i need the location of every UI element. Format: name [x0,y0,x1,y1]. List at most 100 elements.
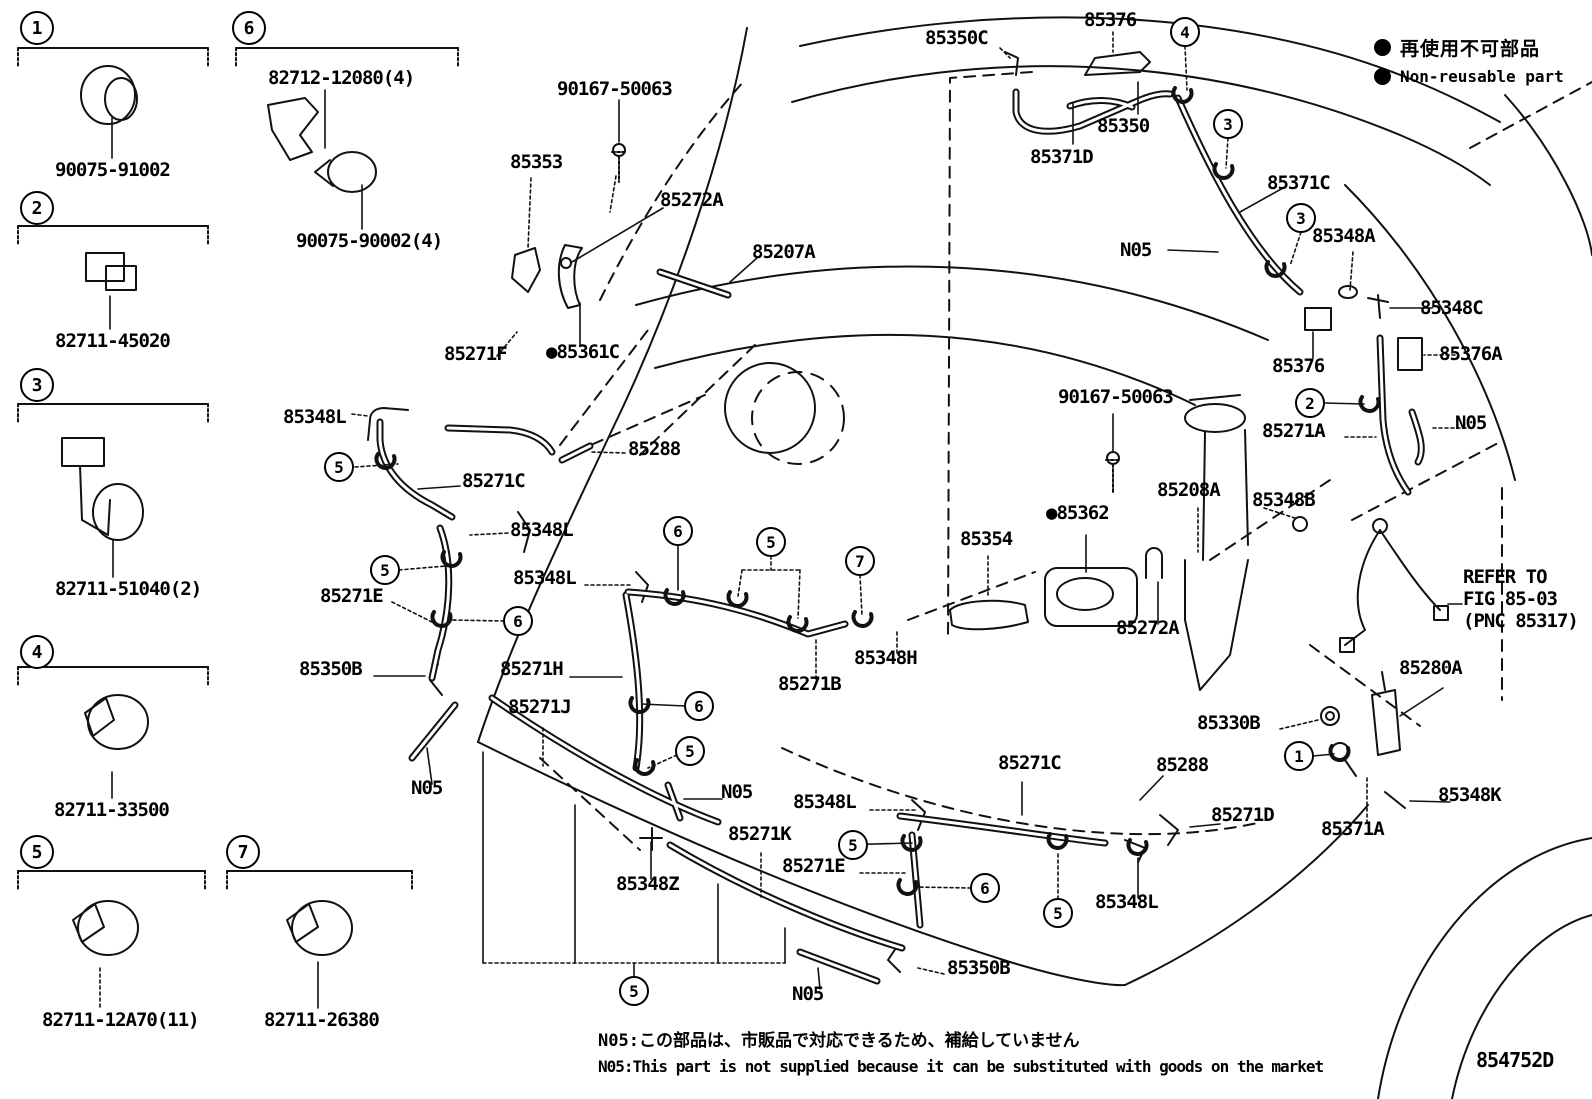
part-label-82711-45020: 82711-45020 [55,330,171,352]
legend-en-text: Non-reusable part [1400,67,1564,86]
part-label-85348Z: 85348Z [616,873,680,895]
refer-line-1: REFER TO [1463,566,1548,588]
group-brackets [17,47,459,890]
refer-to-note: REFER TO FIG 85-03 (PNC 85317) [1463,566,1579,632]
part-label-85271C: 85271C [998,752,1062,774]
drawing-number: 854752D [1476,1048,1554,1072]
part-label-85271B: 85271B [778,673,842,695]
callout-6: 6 [663,516,693,546]
part-label-82711-51040(2): 82711-51040(2) [55,578,202,600]
clip-sketches [61,65,377,956]
callout-6: 6 [503,606,533,636]
part-label-N05: N05 [1120,239,1152,261]
part-label-85362: ●85362 [1046,502,1110,524]
callout-2: 2 [20,191,54,225]
part-label-85350B: 85350B [947,957,1011,979]
part-label-N05: N05 [792,983,824,1005]
label-leaders [99,31,1467,1009]
legend-row-en: Non-reusable part [1374,67,1564,86]
part-label-82712-12080(4): 82712-12080(4) [268,67,415,89]
part-label-85208A: 85208A [1157,479,1221,501]
callout-5: 5 [324,452,354,482]
part-label-N05: N05 [721,781,753,803]
callout-4: 4 [1170,17,1200,47]
part-label-85348H: 85348H [854,647,918,669]
part-label-85348L: 85348L [510,519,574,541]
part-label-85376: 85376 [1272,355,1325,377]
callout-5: 5 [756,527,786,557]
refer-line-2: FIG 85-03 [1463,588,1558,610]
part-label-85207A: 85207A [752,241,816,263]
part-label-85272A: 85272A [1116,617,1180,639]
callout-1: 1 [1284,741,1314,771]
part-label-85330B: 85330B [1197,712,1261,734]
non-reusable-dot-icon [1374,68,1391,85]
part-label-85271C: 85271C [462,470,526,492]
part-label-85371D: 85371D [1030,146,1094,168]
footnotes: N05:この部品は、市販品で対応できるため、補給していません N05:This … [598,1026,1324,1076]
callout-2: 2 [1295,388,1325,418]
callout-3: 3 [1213,109,1243,139]
part-label-85350B: 85350B [299,658,363,680]
part-label-85376A: 85376A [1439,343,1503,365]
callout-5: 5 [838,830,868,860]
callout-5: 5 [20,835,54,869]
part-label-85348A: 85348A [1312,225,1376,247]
part-label-85271A: 85271A [1262,420,1326,442]
part-label-90075-90002(4): 90075-90002(4) [296,230,443,252]
part-label-85348K: 85348K [1438,784,1502,806]
footnote-jp: N05:この部品は、市販品で対応できるため、補給していません [598,1031,1080,1051]
part-label-85271F: 85271F [444,343,508,365]
callout-7: 7 [226,835,260,869]
refer-line-3: (PNC 85317) [1463,610,1579,632]
callout-3: 3 [20,368,54,402]
part-label-82711-33500: 82711-33500 [54,799,170,821]
part-label-85348L: 85348L [1095,891,1159,913]
callout-6: 6 [684,691,714,721]
callout-6: 6 [232,11,266,45]
callout-1: 1 [20,11,54,45]
part-label-85371C: 85371C [1267,172,1331,194]
part-label-85353: 85353 [510,151,563,173]
callout-6: 6 [970,873,1000,903]
callout-3: 3 [1286,203,1316,233]
non-reusable-dot-icon [1374,39,1391,56]
callout-4: 4 [20,635,54,669]
legend-row-jp: 再使用不可部品 [1374,34,1564,61]
callout-5: 5 [1043,898,1073,928]
footnote-en: N05:This part is not supplied because it… [598,1057,1324,1076]
car-body-outline [477,16,1592,1099]
part-label-85348L: 85348L [283,406,347,428]
callout-7: 7 [845,546,875,576]
part-label-85350C: 85350C [925,27,989,49]
hose-clamps [374,86,1381,896]
part-label-85280A: 85280A [1399,657,1463,679]
part-label-85348L: 85348L [793,791,857,813]
part-label-90075-91002: 90075-91002 [55,159,171,181]
part-label-85288: 85288 [628,438,681,460]
callout-5: 5 [675,736,705,766]
part-label-85271K: 85271K [728,823,792,845]
dashed-lines [539,71,1592,851]
part-label-82711-26380: 82711-26380 [264,1009,380,1031]
part-label-82711-12A70(11): 82711-12A70(11) [42,1009,200,1031]
part-label-85348L: 85348L [513,567,577,589]
part-label-85348B: 85348B [1252,489,1316,511]
part-label-85271E: 85271E [320,585,384,607]
part-label-85271J: 85271J [508,696,572,718]
callout-5: 5 [370,555,400,585]
part-label-85361C: ●85361C [546,341,620,363]
part-label-N05: N05 [1455,412,1487,434]
part-label-85271D: 85271D [1211,804,1275,826]
part-label-85376: 85376 [1084,9,1137,31]
part-label-85350: 85350 [1097,115,1150,137]
part-label-85271E: 85271E [782,855,846,877]
part-label-90167-50063: 90167-50063 [557,78,673,100]
part-label-85271H: 85271H [500,658,564,680]
part-label-90167-50063: 90167-50063 [1058,386,1174,408]
callout-5: 5 [619,976,649,1006]
part-label-85288: 85288 [1156,754,1209,776]
part-label-N05: N05 [411,777,443,799]
